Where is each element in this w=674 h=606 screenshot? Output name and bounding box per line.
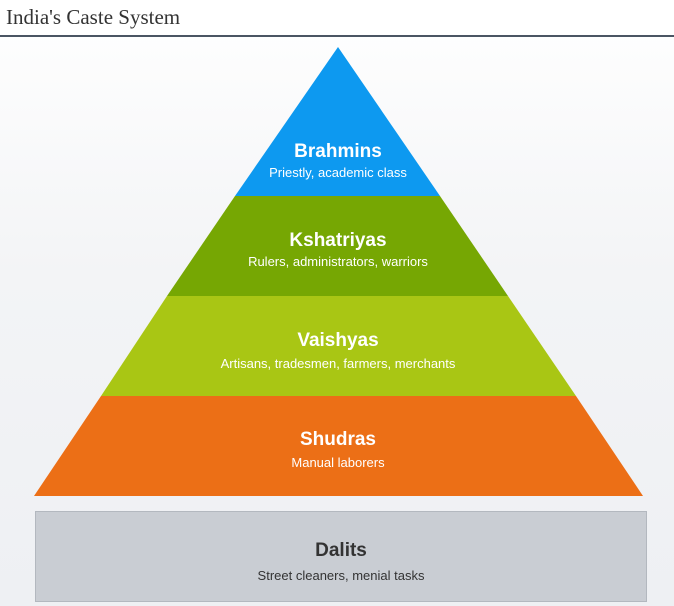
dalits-base-box: Dalits Street cleaners, menial tasks [35, 511, 647, 602]
tier-brahmins-shape [235, 47, 440, 196]
tier-shudras-shape [34, 396, 643, 496]
title-bar: India's Caste System [0, 0, 674, 37]
tier-kshatriyas-description: Rulers, administrators, warriors [248, 254, 428, 269]
tier-kshatriyas-shape [167, 196, 508, 296]
tier-brahmins-name: Brahmins [294, 141, 382, 162]
tier-vaishyas-shape [101, 296, 576, 396]
base-dalits-description: Street cleaners, menial tasks [257, 568, 425, 583]
tier-kshatriyas-name: Kshatriyas [289, 230, 386, 251]
tier-shudras-description: Manual laborers [291, 455, 385, 470]
tier-shudras-name: Shudras [300, 429, 376, 450]
base-dalits-name: Dalits [315, 540, 367, 561]
page-title: India's Caste System [6, 5, 181, 29]
tier-vaishyas-name: Vaishyas [297, 330, 378, 351]
tier-vaishyas-description: Artisans, tradesmen, farmers, merchants [221, 356, 456, 371]
tier-brahmins-description: Priestly, academic class [269, 165, 407, 180]
